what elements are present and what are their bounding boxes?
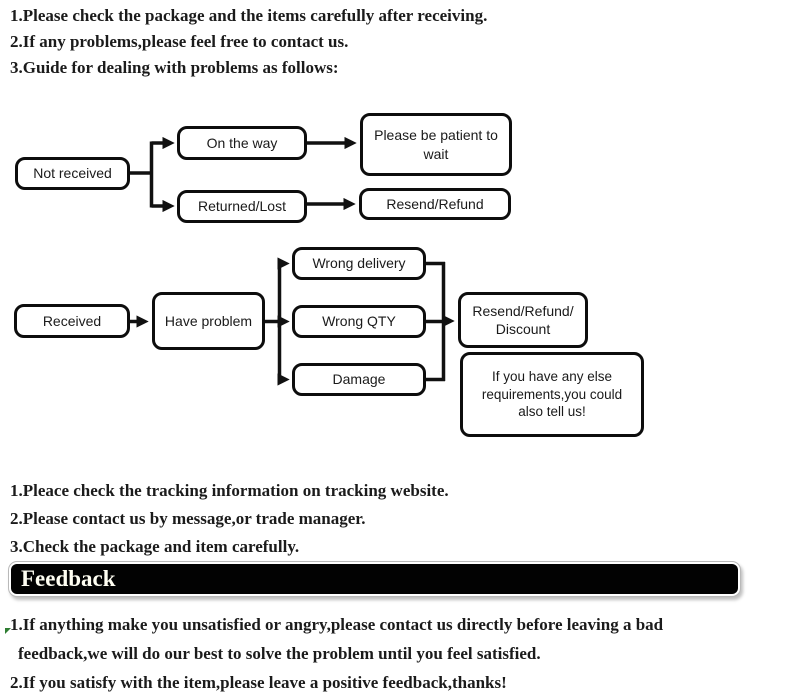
steps-line-1: 1.Pleace check the tracking information … (10, 481, 449, 500)
flow-box-resend-refund-discount: Resend/Refund/ Discount (458, 292, 588, 348)
feedback-line-3: 2.If you satisfy with the item,please le… (10, 673, 507, 692)
feedback-line-1: 1.If anything make you unsatisfied or an… (10, 615, 664, 634)
flow-box-have-problem: Have problem (152, 292, 265, 350)
flow-box-received: Received (14, 304, 130, 338)
intro-text-block: 1.Please check the package and the items… (10, 3, 487, 81)
green-artifact-mark (5, 628, 11, 634)
steps-text-block: 1.Pleace check the tracking information … (10, 477, 449, 561)
intro-line-3: 3.Guide for dealing with problems as fol… (10, 58, 339, 77)
feedback-banner-title: Feedback (11, 564, 738, 594)
intro-line-2: 2.If any problems,please feel free to co… (10, 32, 349, 51)
flow-box-wrong-qty: Wrong QTY (292, 305, 426, 338)
flow-box-please-be-patient: Please be patient to wait (360, 113, 512, 176)
feedback-line-2: feedback,we will do our best to solve th… (18, 644, 541, 663)
flow-box-damage: Damage (292, 363, 426, 396)
flow-box-on-the-way: On the way (177, 126, 307, 160)
steps-line-3: 3.Check the package and item carefully. (10, 537, 300, 556)
problem-handling-flowchart: Not received On the way Returned/Lost Pl… (0, 95, 800, 465)
flow-box-returned-lost: Returned/Lost (177, 190, 307, 223)
flowchart-connector-lines (130, 136, 455, 386)
feedback-text-block: 1.If anything make you unsatisfied or an… (10, 610, 663, 697)
flow-box-any-else-requirements: If you have any else requirements,you co… (460, 352, 644, 437)
intro-line-1: 1.Please check the package and the items… (10, 6, 488, 25)
steps-line-2: 2.Please contact us by message,or trade … (10, 509, 366, 528)
flow-box-not-received: Not received (15, 157, 130, 190)
feedback-banner: Feedback (8, 561, 741, 597)
flow-box-wrong-delivery: Wrong delivery (292, 247, 426, 280)
flow-box-resend-refund: Resend/Refund (359, 188, 511, 220)
